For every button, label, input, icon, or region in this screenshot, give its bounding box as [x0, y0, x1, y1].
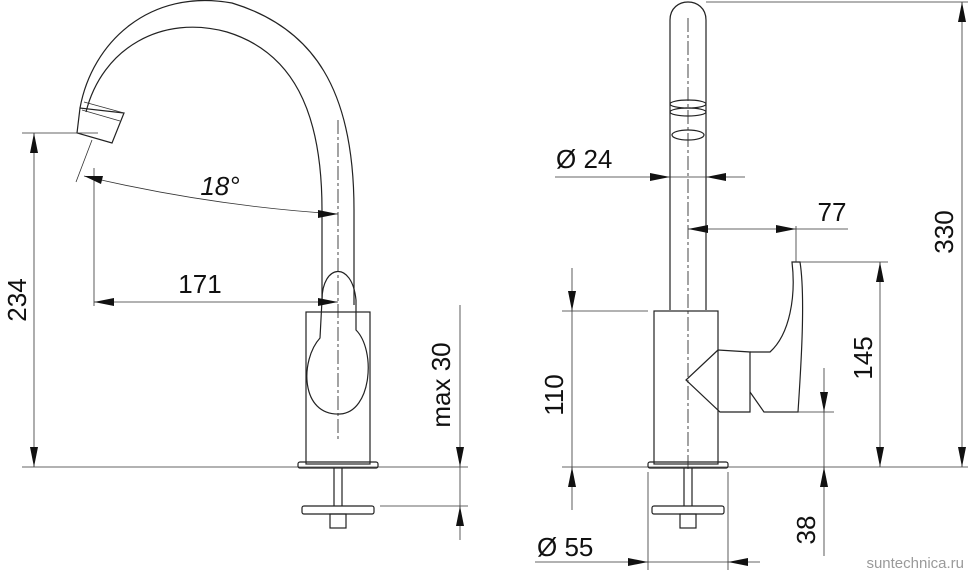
dim-max-thickness: max 30	[426, 342, 456, 427]
spout-outer	[85, 26, 323, 300]
aerator-left	[76, 107, 125, 144]
lever-left	[306, 271, 369, 415]
spout-inner	[79, 0, 355, 305]
watermark: suntechnica.ru	[866, 555, 964, 572]
side-view: 234 171 18° max 30	[2, 0, 468, 540]
body-left	[305, 311, 371, 465]
body-right	[653, 310, 719, 465]
dim-base-diameter: Ø 55	[537, 532, 593, 562]
dim-shank-length: 38	[791, 516, 821, 545]
front-view: Ø 24 77 330 110 145 38	[535, 1, 968, 570]
dim-body-height: 110	[539, 374, 569, 415]
nut-bottom-right	[679, 513, 697, 529]
dim-lever-offset: 77	[818, 197, 847, 227]
base-plate-left	[297, 461, 379, 469]
dim-angle: 18°	[200, 171, 239, 201]
dim-spout-height: 234	[2, 278, 32, 321]
dim-spout-diameter: Ø 24	[556, 144, 612, 174]
dim-total-height: 330	[929, 210, 959, 253]
lever-hub	[685, 349, 751, 413]
base-plate-right	[647, 461, 729, 469]
nut-left	[301, 505, 375, 515]
nut-right	[651, 505, 725, 515]
dim-reach: 171	[178, 269, 221, 299]
lever-handle	[749, 261, 804, 413]
dim-angle-arc	[83, 175, 339, 215]
dim-lever-height: 145	[848, 336, 878, 379]
nut-bottom-left	[329, 513, 347, 529]
spout-tube-right	[669, 1, 707, 310]
